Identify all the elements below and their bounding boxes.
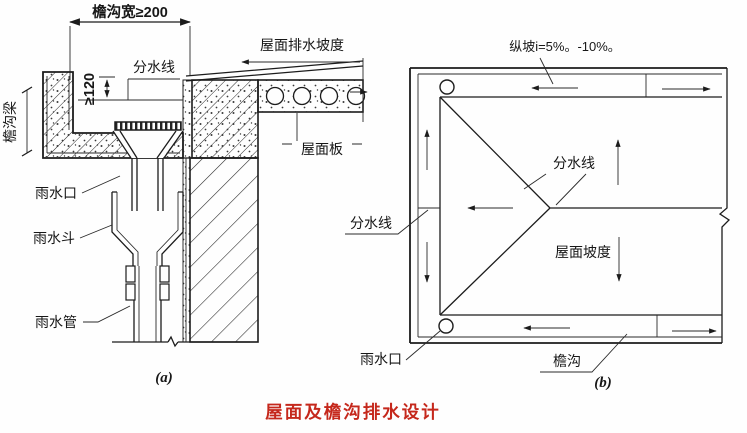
rain-inlet-label-a: 雨水口 <box>35 185 77 201</box>
rain-pipe-label: 雨水管 <box>35 314 77 330</box>
slab-core-hole <box>292 86 312 106</box>
gutter-beam-and-wall <box>182 79 259 343</box>
longitudinal-slope-label: 纵坡i=5%。-10%。 <box>509 39 621 54</box>
gutter-beam-label: 檐沟梁 <box>2 101 18 143</box>
slab-core-hole <box>346 86 366 106</box>
figure-a-section: 檐沟宽≥200 <box>2 3 368 386</box>
figure-b-plan: 纵坡i=5%。-10%。 分水线 分水线 屋面坡度 雨水口 檐沟 (b) <box>345 39 731 391</box>
rain-hopper-label: 雨水斗 <box>33 230 75 246</box>
drain-assembly <box>111 121 250 348</box>
slab-core-hole <box>265 86 285 106</box>
divide-line-label-left: 分水线 <box>350 215 392 231</box>
rain-inlet-circle-top <box>439 79 455 95</box>
slab-core-hole <box>319 86 339 106</box>
roof-slope-label: 屋面坡度 <box>555 244 611 260</box>
gutter-beam-annotation: 檐沟梁 <box>2 86 33 157</box>
roof-slab-annotation: 屋面板 <box>282 113 362 157</box>
figure-a-tag: (a) <box>155 370 173 386</box>
rain-inlet-circle-bottom <box>438 318 454 334</box>
figure-b-labels: 纵坡i=5%。-10%。 分水线 分水线 屋面坡度 雨水口 檐沟 (b) <box>345 39 628 391</box>
roof-drain-slope-annotation: 屋面排水坡度 <box>241 37 360 65</box>
figure-b-tag: (b) <box>594 375 612 391</box>
gutter-water-line: 分水线 <box>78 59 183 101</box>
figure-caption: 屋面及檐沟排水设计 <box>265 402 441 422</box>
plan-roof-field <box>418 74 722 337</box>
roof-slab <box>185 58 368 122</box>
drain-grate <box>114 121 182 131</box>
roof-drain-slope-label: 屋面排水坡度 <box>260 37 344 53</box>
divide-line-label-mid: 分水线 <box>553 155 595 171</box>
figure-a-labels: 雨水口 雨水斗 雨水管 (a) <box>33 175 173 386</box>
dimension-gutter-depth: ≥120 <box>82 73 115 105</box>
flow-arrows <box>424 85 717 334</box>
rain-inlet-label-b: 雨水口 <box>360 351 402 367</box>
gutter-depth-dimension-label: ≥120 <box>82 73 98 105</box>
plan-boundary <box>409 67 731 344</box>
dimension-gutter-width: 檐沟宽≥200 <box>68 3 192 80</box>
gutter-label: 檐沟 <box>553 353 581 369</box>
divide-line-label-a: 分水线 <box>133 59 175 75</box>
gutter-width-dimension-label: 檐沟宽≥200 <box>92 3 168 21</box>
roof-slab-label: 屋面板 <box>301 141 343 157</box>
